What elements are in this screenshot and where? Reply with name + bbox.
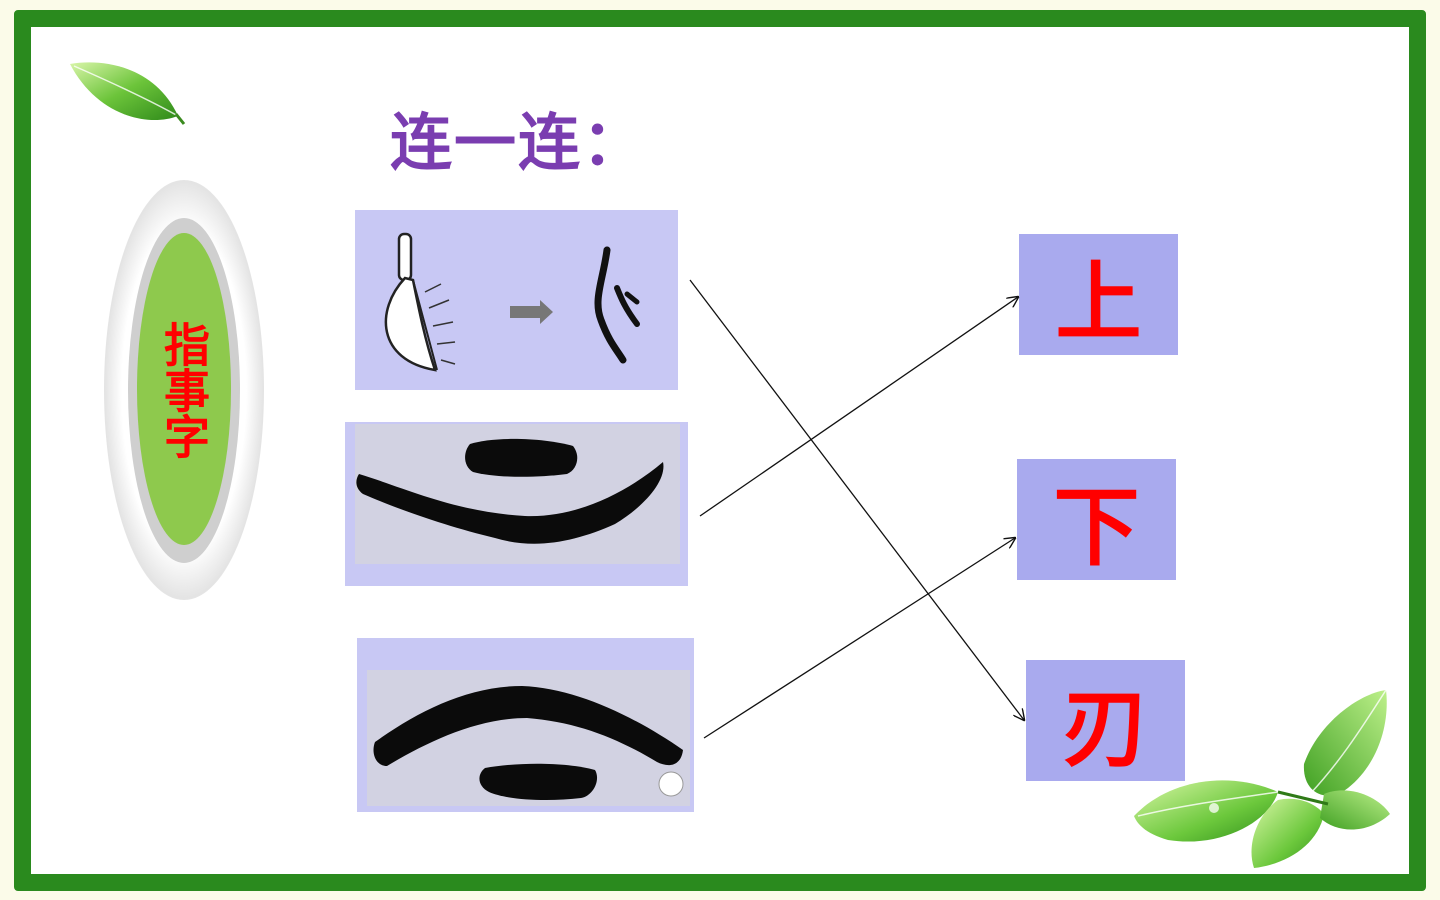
line-shang-to-xia xyxy=(703,538,1015,739)
line-knife-to-ren xyxy=(689,279,1024,720)
ink-xia-picture xyxy=(345,422,688,586)
category-oval xyxy=(137,233,231,545)
category-label: 指事字 xyxy=(157,321,211,459)
char-box-xia[interactable]: 下 xyxy=(1017,459,1176,580)
line-xia-to-shang xyxy=(699,297,1018,517)
char-box-ren[interactable]: 刃 xyxy=(1026,660,1185,781)
leaf-icon xyxy=(70,62,186,125)
page-title: 连一连： xyxy=(390,106,647,179)
ink-shang-picture xyxy=(357,638,694,812)
leaves-decoration xyxy=(1134,689,1390,868)
knife-blade-picture xyxy=(355,210,678,390)
char-box-shang[interactable]: 上 xyxy=(1019,234,1178,355)
